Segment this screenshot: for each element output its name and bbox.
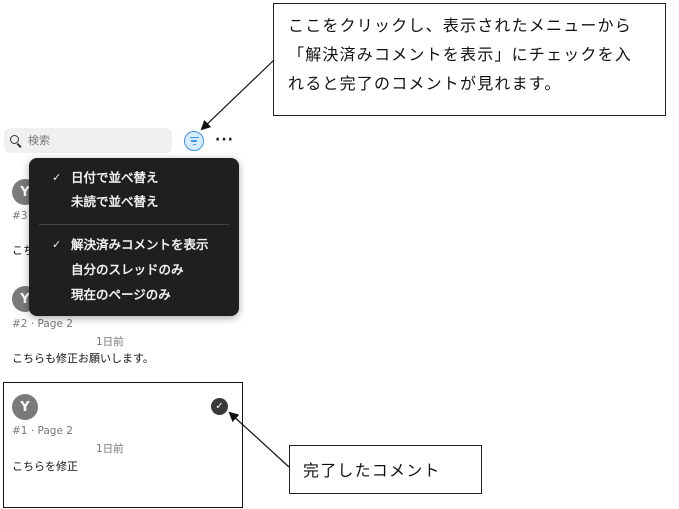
callout-line: れると完了のコメントが見れます。 [288, 74, 562, 93]
search-box[interactable] [4, 128, 172, 153]
search-icon [10, 134, 22, 147]
menu-item-label: 自分のスレッドのみ [71, 262, 184, 277]
comment-text: こちらも修正お願いします。 [12, 352, 154, 365]
more-icon[interactable]: ··· [215, 132, 234, 148]
menu-item-sort-unread[interactable]: 未読で並べ替え [29, 192, 239, 212]
resolved-callout: 完了したコメント [289, 445, 482, 494]
filter-icon-line [191, 140, 197, 142]
callout-line: ここをクリックし、表示されたメニューから [288, 16, 633, 35]
menu-item-label: 解決済みコメントを表示 [71, 237, 209, 252]
comment-meta: #1 · Page 2 [12, 425, 73, 437]
comment-meta: #2 · Page 2 [12, 318, 73, 330]
search-input[interactable] [28, 134, 158, 147]
instruction-callout: ここをクリックし、表示されたメニューから 「解決済みコメントを表示」にチェックを… [273, 3, 666, 116]
avatar: Y [12, 394, 38, 420]
menu-divider [39, 224, 229, 225]
check-circle-icon[interactable]: ✓ [211, 398, 228, 415]
comment-time: 1日前 [96, 336, 124, 348]
menu-item-current-page[interactable]: 現在のページのみ [29, 285, 239, 305]
filter-button[interactable] [184, 131, 204, 151]
menu-item-sort-date[interactable]: ✓ 日付で並べ替え [29, 168, 239, 188]
menu-item-my-threads[interactable]: 自分のスレッドのみ [29, 260, 239, 280]
arrow-to-resolved [228, 411, 290, 468]
check-icon: ✓ [52, 238, 62, 251]
menu-item-label: 未読で並べ替え [71, 194, 159, 209]
comment-text: こち [12, 244, 34, 257]
menu-item-label: 現在のページのみ [71, 287, 171, 302]
sort-filter-menu: ✓ 日付で並べ替え 未読で並べ替え ✓ 解決済みコメントを表示 自分のスレッドの… [29, 158, 239, 316]
menu-item-label: 日付で並べ替え [71, 170, 159, 185]
callout-line: 「解決済みコメントを表示」にチェックを入 [288, 45, 633, 64]
comment-text: こちらを修正 [12, 460, 78, 473]
comment-meta: #3 [12, 210, 28, 222]
menu-item-show-resolved[interactable]: ✓ 解決済みコメントを表示 [29, 235, 239, 255]
arrow-to-filter [200, 59, 275, 131]
check-icon: ✓ [52, 171, 62, 184]
filter-icon-line [192, 143, 196, 145]
resolved-comment-highlight [3, 382, 243, 508]
filter-icon [189, 137, 199, 139]
comment-time: 1日前 [96, 443, 124, 455]
